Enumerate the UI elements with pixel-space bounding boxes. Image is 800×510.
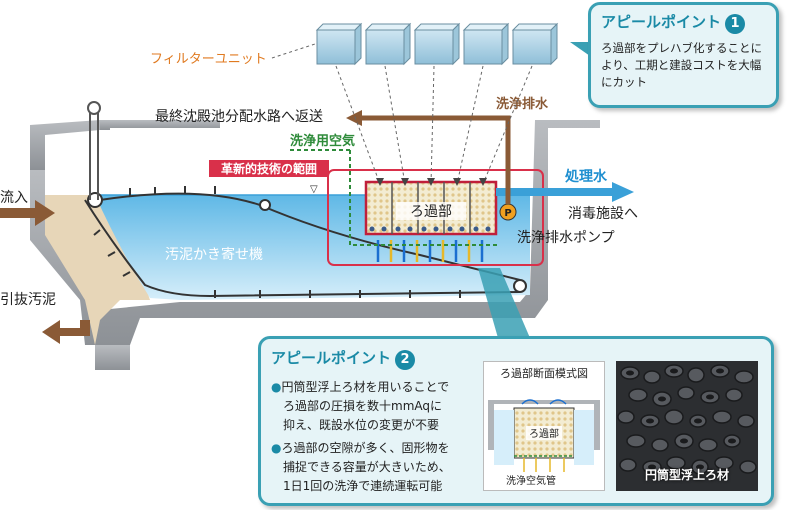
- to-disinfection-label: 消毒施設へ: [568, 206, 638, 222]
- sludge-withdrawal-label: 引抜汚泥: [0, 292, 56, 308]
- scraper-drive: [87, 101, 101, 200]
- innovation-scope-frame: [327, 169, 544, 266]
- filter-unit-modules: [315, 22, 559, 66]
- floating-media-photo: 円筒型浮上ろ材: [616, 361, 758, 491]
- section-schematic: ろ過部断面模式図 ろ過部 洗浄空気管: [483, 361, 605, 491]
- filtration-unit: ろ過部: [364, 180, 498, 236]
- filter-unit-label: フィルターユニット: [150, 52, 267, 67]
- appeal1-number-badge: 1: [725, 14, 746, 34]
- wash-air-label: 洗浄用空気: [290, 133, 355, 149]
- section-filtration-label: ろ過部: [529, 427, 559, 440]
- treated-water-label: 処理水: [564, 168, 608, 185]
- treated-water-arrow: [496, 188, 616, 196]
- appeal1-pointer: [570, 42, 590, 56]
- svg-text:P: P: [504, 208, 511, 219]
- innovation-scope-label: 革新的技術の範囲: [221, 161, 317, 176]
- water-level-mark: ▽: [310, 184, 318, 195]
- wash-pump-label: 洗浄排水ポンプ: [517, 230, 615, 246]
- appeal2-bullet-2: ●ろ過部の空隙が多く、固形物を 捕捉できる容量が大きいため、 1日1回の洗浄で連…: [271, 441, 451, 493]
- section-air-pipe-label: 洗浄空気管: [506, 476, 556, 487]
- section-drawing: ろ過部: [488, 399, 600, 472]
- appeal2-bullet-1: ●円筒型浮上ろ材を用いることで ろ過部の圧損を数十mmAqに 抑え、既設水位の変…: [271, 380, 450, 432]
- wash-air-line: [290, 149, 500, 246]
- return-label: 最終沈殿池分配水路へ返送: [155, 109, 323, 125]
- wash-drain-label: 洗浄排水: [496, 96, 549, 112]
- upflow-arrows: [376, 240, 484, 262]
- media-label: 円筒型浮上ろ材: [644, 468, 729, 482]
- appeal2-pointer: [478, 268, 530, 338]
- filtration-label: ろ過部: [410, 204, 452, 220]
- filter-unit-leaders: [335, 65, 533, 185]
- scraper-flights: [93, 186, 461, 298]
- inflow-label: 流入: [0, 190, 28, 206]
- sludge-scraper-label: 汚泥かき寄せ機: [165, 246, 263, 263]
- media-cylinders: [617, 364, 757, 475]
- appeal2-number-badge: 2: [395, 350, 416, 370]
- section-title: ろ過部断面模式図: [500, 367, 588, 380]
- appeal1-text: ろ過部をプレハブ化することに より、工期と建設コストを大幅 にカット: [601, 41, 762, 89]
- return-line: [360, 115, 511, 204]
- inflow-arrow: [0, 200, 55, 226]
- sludge-withdrawal-arrow: [42, 320, 90, 344]
